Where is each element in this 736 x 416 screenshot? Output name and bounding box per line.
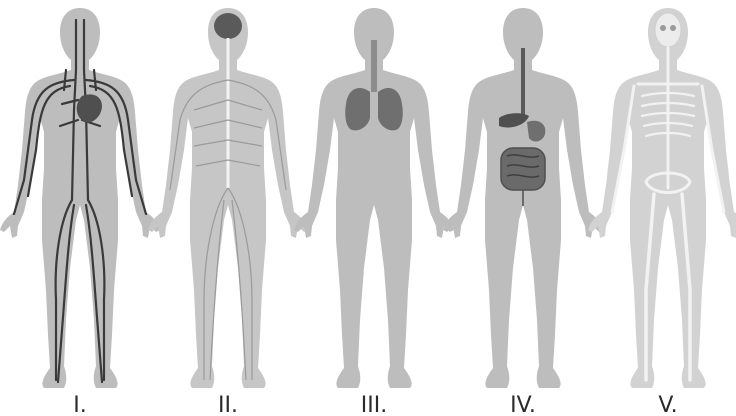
- label-figure-5: V.: [658, 393, 677, 416]
- body-silhouette: [0, 8, 160, 388]
- label-figure-2: II.: [218, 393, 238, 416]
- figure-circulatory: [0, 8, 160, 388]
- figure-skeletal: [588, 8, 736, 388]
- label-figure-1: I.: [73, 393, 86, 416]
- figure-labels: I. II. III. IV. V.: [73, 393, 677, 416]
- figure-nervous: [148, 8, 308, 388]
- trachea: [371, 40, 377, 92]
- label-figure-4: IV.: [510, 393, 536, 416]
- figure-digestive: [443, 8, 603, 388]
- skull: [655, 13, 681, 47]
- body-silhouette: [588, 8, 736, 388]
- brain: [214, 13, 242, 39]
- stomach: [527, 121, 545, 142]
- esophagus: [521, 48, 525, 122]
- label-figure-3: III.: [361, 393, 387, 416]
- figure-respiratory: [294, 8, 454, 388]
